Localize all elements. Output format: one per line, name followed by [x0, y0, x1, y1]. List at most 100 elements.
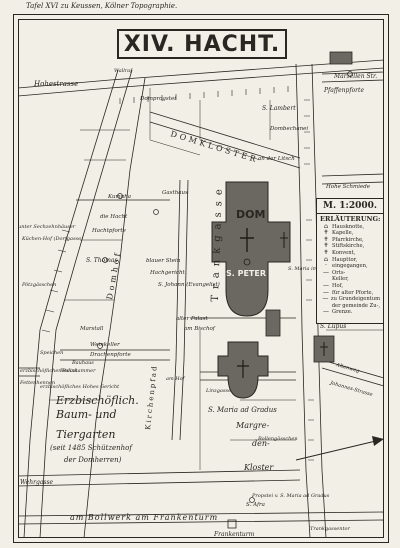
- label-margreden-3: Kloster: [243, 463, 274, 472]
- legend-symbol-icon: ⌂: [323, 255, 329, 263]
- frankenturm-marker[interactable]: [227, 519, 237, 529]
- legend-label: Keller,: [332, 276, 349, 283]
- legend-label: für alter Pforte,: [332, 289, 374, 296]
- map-frame-outer: [13, 14, 389, 543]
- legend-item: Keller,: [320, 276, 380, 283]
- legend-item: ✝Kapelle,: [320, 230, 380, 237]
- label-am-hof: am Hof: [166, 376, 186, 382]
- legend-symbol-icon: ✝: [323, 235, 329, 243]
- label-am-bollwerk: am Bollwerk am Frankenturm: [70, 513, 218, 522]
- label-pfaffenpforte: Pfaffenpforte: [323, 87, 364, 94]
- legend-label: Kapelle,: [332, 230, 354, 237]
- label-domkloster: DOMKLOSTER: [169, 129, 259, 164]
- label-kuechenhof: Küchen-Hof (Dorfgasse): [21, 235, 83, 242]
- label-lintgasse: Linzgasse: [205, 388, 231, 394]
- label-an-der-litsch: an der Litsch: [258, 156, 295, 162]
- label-trankgasse: Trankgasse: [210, 183, 225, 302]
- legend-item: —für alter Pforte,: [320, 288, 380, 297]
- legend-item: ⌂Haupttor,: [320, 255, 380, 264]
- label-garten-5: der Domherren): [64, 456, 122, 464]
- cathedral-dom[interactable]: [211, 181, 291, 317]
- label-dombechanei: Dombechanei: [269, 126, 308, 132]
- label-weinkeller: Weinkeller: [90, 342, 120, 348]
- label-garten-3: Tiergarten: [56, 428, 116, 441]
- building-marzellen[interactable]: [329, 51, 353, 65]
- legend-item: —Orts-: [320, 268, 380, 277]
- legend-label: Stiftskirche,: [332, 243, 365, 250]
- label-am-bischof: am Bischof: [184, 326, 216, 332]
- label-s-afra: S. Afra: [246, 502, 265, 508]
- label-s-johann: S. Johann (Evangelist): [158, 281, 220, 288]
- label-bauhaus: Bauhaus: [71, 360, 94, 366]
- label-garten-4: (seit 1485 Schützenhof: [50, 444, 133, 452]
- label-s-thomas: S. Thomas: [86, 257, 118, 264]
- label-marstall: Marstall: [79, 326, 104, 332]
- label-johannes-strasse: Johannes-Strasse: [328, 380, 373, 398]
- label-kumpha: Kumpha: [107, 194, 131, 200]
- legend-item: · eingegangen,: [320, 263, 380, 270]
- label-wehrgasse: Wehrgasse: [20, 479, 54, 486]
- label-gasthaus: Gasthaus: [162, 190, 188, 196]
- legend-symbol-icon: —: [323, 288, 329, 296]
- label-drachenpforte: Drachenpforte: [89, 352, 131, 358]
- label-blauer-stein: blauer Stein: [146, 258, 181, 264]
- legend-label: Grenze.: [332, 309, 353, 316]
- legend-symbol-icon: —: [323, 281, 329, 289]
- legend-item: —Hof,: [320, 281, 380, 290]
- street-lines: [17, 59, 385, 539]
- label-hohe-schmiede: Hohe Schmiede: [325, 184, 371, 190]
- legend-symbol-icon: —: [323, 268, 329, 276]
- label-kirchenpfad: Kirchenpfad: [144, 364, 159, 430]
- legend-item: der gemeinde Zu-,: [320, 303, 380, 310]
- legend-label: Orts-: [332, 269, 346, 276]
- label-trankgassentor: Trankgassentor: [310, 526, 350, 532]
- legend-item: ✝Pfarrkirche,: [320, 235, 380, 244]
- label-bollengaesschen: Bollengässchen: [257, 436, 298, 442]
- label-speichen: Speichen: [40, 350, 63, 356]
- label-s-lupus: S. Lupus: [320, 323, 346, 330]
- church-s-lupus[interactable]: [313, 335, 335, 363]
- legend-symbol-icon: —: [322, 295, 329, 303]
- legend-symbol-icon: ✝: [323, 242, 329, 250]
- label-frankenturm: Frankenturm: [213, 531, 255, 538]
- legend-item: —zu Grundeigentum: [320, 296, 380, 303]
- label-s-peter: S. PETER: [226, 269, 266, 278]
- label-hohestrasse: Hohestrasse: [33, 80, 78, 88]
- label-poetzgaesschen: Pötzgässchen: [21, 282, 56, 288]
- label-margreden-2: den-: [252, 439, 270, 448]
- label-s-lambert: S. Lambert: [262, 105, 296, 112]
- building-am-bischof[interactable]: [265, 309, 281, 337]
- legend-symbol-icon: ⌂: [323, 222, 329, 230]
- label-propstei: Propstei v. S. Maria ad Gradus: [251, 493, 330, 499]
- north-arrow: [295, 436, 384, 461]
- legend-box: ERLÄUTERUNG: ⌂Hausknotte,✝Kapelle,✝Pfarr…: [316, 214, 384, 324]
- legend-label: Hausknotte,: [332, 223, 365, 230]
- label-dom: DOM: [236, 208, 265, 221]
- label-alter-palast: alter Palast: [176, 316, 208, 322]
- label-margreden-1: Margre-: [235, 421, 269, 430]
- legend-label: eingegangen,: [332, 263, 368, 270]
- legend-label: Hof,: [332, 282, 344, 289]
- label-hachgericht: Hachgericht: [149, 270, 185, 276]
- legend-symbol-icon: ✝: [323, 229, 329, 237]
- legend-label: Pfarrkirche,: [332, 236, 364, 243]
- label-domprogstei: Domprogstei: [139, 96, 176, 102]
- legend-label: Haupttor,: [332, 256, 358, 263]
- label-unter-sechzehnhaeuser: unter Sechzehnhäuser: [18, 224, 76, 230]
- legend-symbol-icon: —: [323, 308, 329, 316]
- label-bedinkammer: Bedinkammer: [59, 368, 96, 374]
- legend-item: —Grenze.: [320, 309, 380, 316]
- legend-symbol-icon: ·: [325, 262, 327, 270]
- church-s-maria-ad-gradus[interactable]: [217, 341, 269, 399]
- label-marzellen-str: Marzellen Str.: [333, 73, 377, 80]
- legend-label: der gemeinde Zu-,: [331, 302, 380, 309]
- chapel-markers: [97, 71, 353, 503]
- label-garten-2: Baum- und: [55, 408, 117, 421]
- label-fettenhennen: Fettenhennen: [19, 380, 55, 386]
- label-erzb-palast: erzbischöflicher Palast: [20, 368, 79, 374]
- building-ticks: [41, 86, 314, 461]
- legend-label: zu Grundeigentum: [330, 296, 380, 303]
- label-wallraf: Wallraf: [114, 68, 133, 74]
- legend-rows: ⌂Hausknotte,✝Kapelle,✝Pfarrkirche,✝Stift…: [320, 222, 380, 316]
